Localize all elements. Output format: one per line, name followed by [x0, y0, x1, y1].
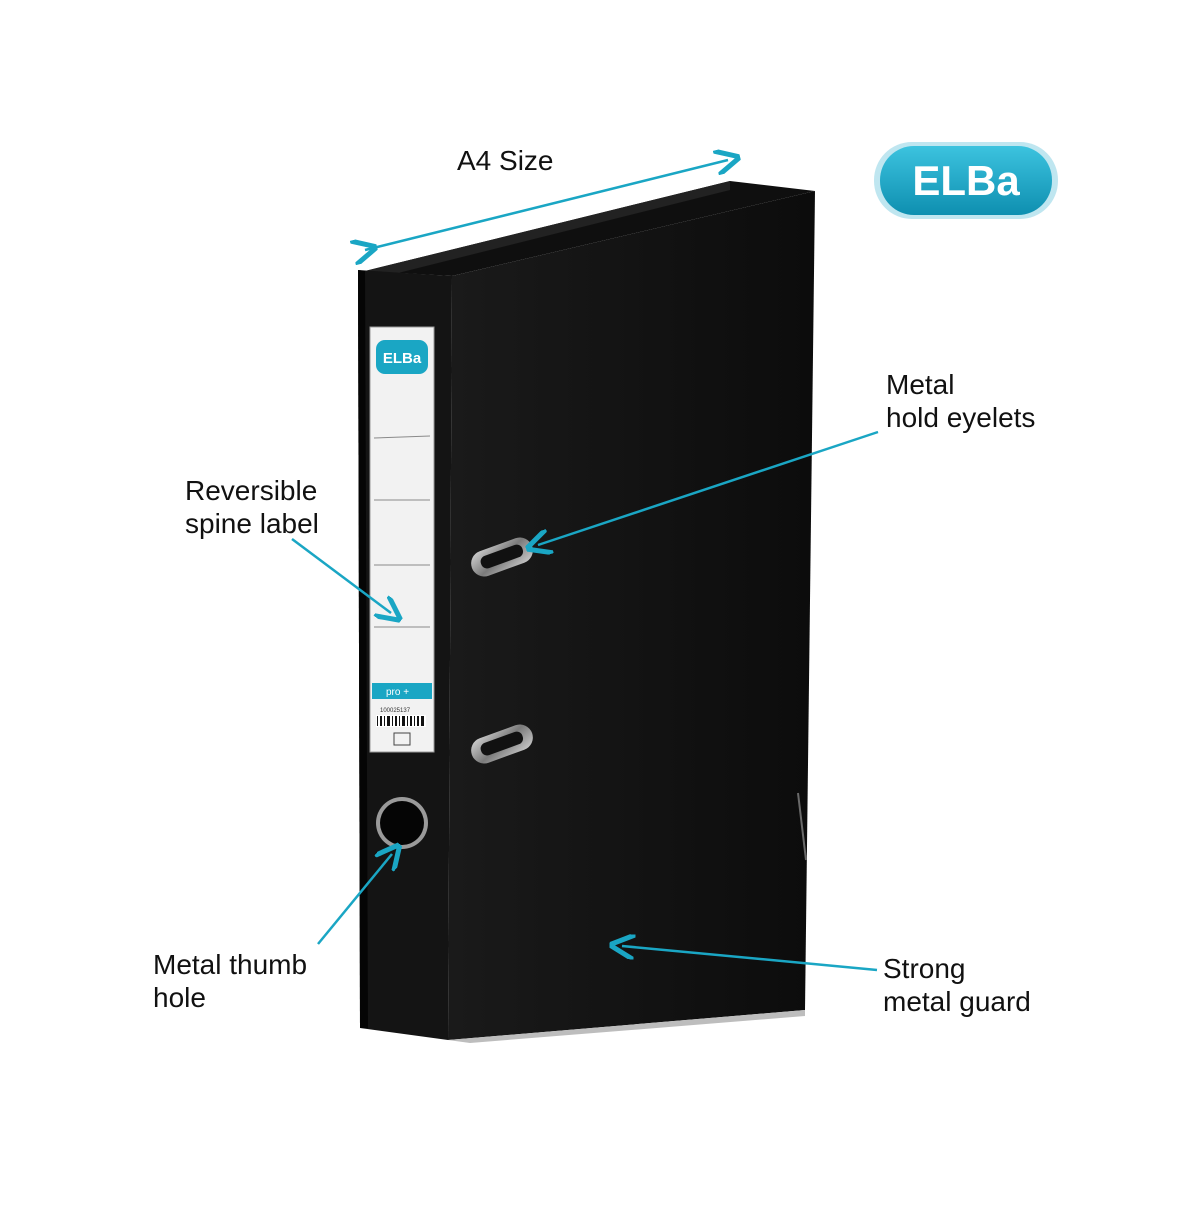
spine-barcode-number: 100025137	[380, 708, 411, 714]
binder-front-cover	[448, 191, 815, 1040]
eyelet-top	[471, 537, 533, 577]
thumb-hole-label: Metal thumb hole	[153, 949, 308, 1013]
elba-logo: ELBa	[874, 142, 1058, 219]
a4-size-label: A4 Size	[457, 145, 554, 176]
a4-dimension-arrow	[365, 160, 728, 250]
spine-logo-text: ELBa	[383, 350, 422, 367]
spine-callout-line	[291, 537, 391, 613]
thumb-hole	[376, 797, 428, 849]
eyelet-bottom	[471, 724, 533, 764]
metal-guard	[448, 1010, 805, 1043]
thumb-callout-line	[317, 854, 392, 945]
spine-label-card: ELBa pro + 100025137	[369, 326, 435, 753]
spine-pro-text: pro +	[386, 687, 409, 698]
spine-label-caption: Reversible spine label	[185, 475, 319, 539]
eyelets-label: Metal hold eyelets	[886, 369, 1036, 433]
eyelets-callout-line	[538, 430, 879, 545]
metal-guard-label: Strong metal guard	[883, 953, 1031, 1017]
spine-barcode	[376, 715, 426, 727]
logo-text: ELBa	[912, 157, 1020, 204]
guard-callout-line	[622, 946, 878, 972]
